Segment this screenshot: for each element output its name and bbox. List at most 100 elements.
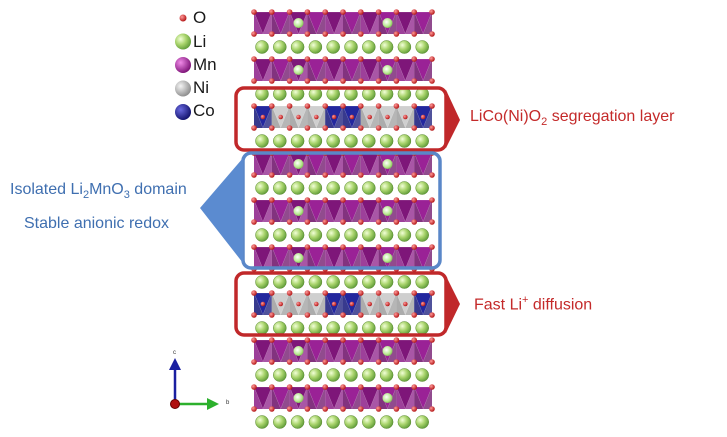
octahedron-face — [254, 247, 263, 269]
oxygen-atom — [286, 244, 293, 250]
octahedron-face — [325, 106, 335, 128]
octahedron-face — [324, 386, 344, 410]
oxygen-atom — [286, 337, 293, 343]
oxygen-atom — [385, 114, 390, 120]
oxygen-atom — [269, 337, 275, 343]
legend-atom-ni — [175, 80, 191, 97]
octahedron-face — [316, 106, 326, 128]
oxygen-atom — [251, 219, 257, 225]
octahedron-face — [413, 199, 433, 223]
lithium-atom-in-slab — [382, 206, 393, 216]
oxygen-atom — [375, 406, 382, 412]
lithium-atom — [397, 181, 412, 195]
oxygen-atom — [322, 406, 329, 412]
oxygen-atom — [411, 197, 418, 203]
octahedron-face — [271, 59, 281, 81]
octahedron-face — [369, 200, 379, 222]
octahedron-face — [369, 247, 379, 269]
octahedron-face — [405, 59, 415, 81]
oxygen-atom — [304, 384, 311, 390]
octahedron-face — [351, 59, 361, 81]
octahedron-face — [414, 340, 424, 362]
lithium-atom — [415, 228, 429, 242]
oxygen-atom — [375, 56, 382, 62]
oxygen-atom — [429, 406, 435, 412]
lithium-atom — [362, 40, 376, 54]
octahedron-face — [324, 246, 344, 270]
oxygen-atom — [375, 337, 382, 343]
lithium-atom — [308, 181, 323, 195]
octahedron-face — [405, 247, 415, 269]
octahedron-face — [351, 340, 361, 362]
oxygen-atom — [393, 56, 400, 62]
octahedron-face — [414, 387, 424, 409]
octahedron-face — [342, 386, 362, 410]
octahedron-face — [307, 12, 317, 34]
lithium-atom-in-slab — [382, 65, 393, 75]
oxygen-atom — [411, 244, 418, 250]
octahedron-face — [271, 153, 281, 175]
lithium-atom — [362, 181, 376, 195]
oxygen-atom — [251, 244, 257, 250]
octahedron-face — [280, 387, 290, 409]
octahedron-face — [414, 200, 424, 222]
oxygen-atom — [340, 78, 346, 84]
oxygen-atom — [358, 337, 364, 343]
lithium-atom-in-slab — [293, 65, 304, 75]
lithium-atom — [397, 275, 412, 289]
octahedron-face — [334, 153, 343, 175]
octahedron-face — [423, 153, 432, 175]
oxygen-atom — [403, 114, 408, 120]
oxygen-atom — [393, 125, 400, 131]
oxygen-atom — [375, 359, 382, 365]
oxygen-atom — [411, 31, 418, 37]
oxygen-atom — [340, 244, 346, 250]
axis-label-c: c — [173, 350, 176, 356]
oxygen-atom — [375, 244, 382, 250]
oxygen-atom — [429, 56, 435, 62]
octahedron-face — [405, 153, 415, 175]
oxygen-atom — [304, 290, 311, 296]
oxygen-atom — [286, 290, 293, 296]
lithium-atom — [273, 321, 287, 335]
oxygen-atom — [304, 219, 311, 225]
oxygen-atom — [286, 125, 293, 131]
lithium-atom — [308, 415, 323, 429]
lithium-atom-in-slab — [293, 393, 304, 403]
oxygen-atom — [286, 31, 293, 37]
lithium-atom — [273, 228, 287, 242]
oxygen-atom — [340, 9, 346, 15]
octahedron-face — [334, 106, 343, 128]
octahedron-face — [360, 59, 370, 81]
oxygen-atom — [411, 406, 418, 412]
octahedron-face — [325, 12, 335, 34]
oxygen-atom — [260, 114, 266, 120]
oxygen-atom — [304, 172, 311, 178]
oxygen-atom — [331, 114, 337, 120]
lithium-atom — [415, 368, 429, 382]
octahedron-face — [307, 200, 317, 222]
oxygen-atom — [411, 384, 418, 390]
oxygen-atom — [411, 78, 418, 84]
octahedron-face — [271, 247, 281, 269]
lithium-atom — [379, 40, 394, 54]
oxygen-atom — [375, 290, 382, 296]
octahedron-face — [271, 293, 281, 315]
oxygen-atom — [269, 406, 275, 412]
octahedron-face — [351, 293, 361, 315]
oxygen-atom — [251, 406, 257, 412]
octahedron-face — [423, 12, 432, 34]
oxygen-atom — [385, 301, 390, 307]
octahedron-face — [343, 247, 352, 269]
octahedron-face — [414, 293, 424, 315]
octahedron-face — [360, 293, 370, 315]
octahedron-face — [262, 293, 272, 315]
octahedron-face — [254, 106, 263, 128]
lithium-atom — [326, 275, 340, 289]
oxygen-atom — [358, 244, 364, 250]
lithium-atom — [255, 228, 269, 242]
lithium-atom — [308, 228, 323, 242]
oxygen-atom — [304, 337, 311, 343]
octahedron-face — [423, 106, 432, 128]
lithium-atom — [397, 134, 412, 148]
